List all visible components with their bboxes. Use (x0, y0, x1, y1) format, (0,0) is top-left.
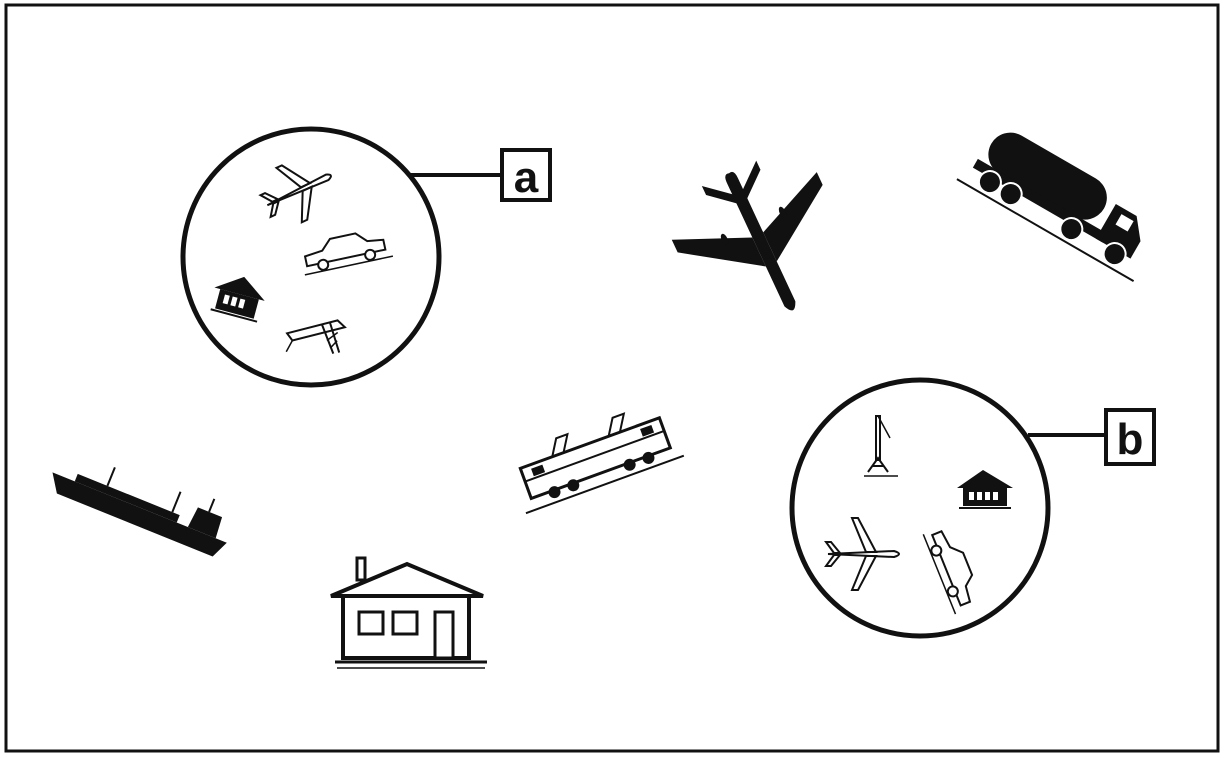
diagram-frame (6, 5, 1218, 751)
group-a-label: a (514, 153, 539, 202)
group-b-label: b (1117, 415, 1144, 464)
